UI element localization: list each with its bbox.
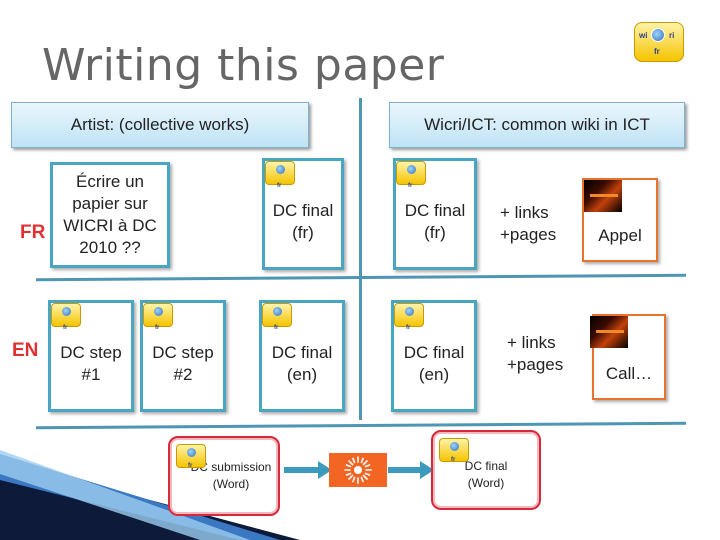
submission-card: fr DC submission (Word) (168, 436, 280, 516)
card-final-fr-wicri: fr DC final (fr) (393, 158, 477, 270)
wicri-mini-icon: fr (396, 161, 426, 189)
card-final-fr-artist-text: DC final (fr) (272, 201, 334, 242)
appel-card: Appel (582, 178, 658, 262)
links-pages-en: + links +pages (507, 333, 564, 374)
appel-label: Appel (598, 226, 642, 245)
bridge-photo-icon (590, 316, 628, 348)
call-card: Call… (590, 314, 666, 400)
links-pages-fr: + links +pages (500, 203, 557, 244)
bottom-divider (35, 421, 687, 430)
sun-logo-icon (329, 453, 387, 487)
card-final-en-artist: fr DC final (en) (259, 300, 345, 412)
header-wicri: Wicri/ICT: common wiki in ICT (389, 102, 685, 148)
label-fr: FR (20, 222, 46, 243)
label-en: EN (12, 340, 39, 361)
card-final-en-wicri: fr DC final (en) (391, 300, 477, 412)
wicri-mini-icon: fr (439, 438, 469, 463)
arrow-right-icon (388, 461, 434, 479)
wicri-mini-icon: fr (51, 303, 81, 331)
wicri-mini-icon: fr (394, 303, 424, 331)
wicri-mini-icon: fr (265, 161, 295, 189)
card-draft-fr-text: Écrire un papier sur WICRI à DC 2010 ?? (63, 172, 157, 257)
page-title: Writing this paper (42, 40, 445, 91)
card-step1: fr DC step #1 (48, 300, 134, 412)
arrow-right-icon (284, 461, 332, 479)
card-step2-text: DC step #2 (152, 343, 214, 384)
wicri-mini-icon: fr (262, 303, 292, 331)
card-draft-fr: Écrire un papier sur WICRI à DC 2010 ?? (50, 162, 170, 268)
wicri-mini-icon: fr (143, 303, 173, 331)
header-artist: Artist: (collective works) (11, 102, 309, 148)
wicri-mini-icon: fr (176, 444, 206, 469)
final-word-text: DC final (Word) (464, 459, 508, 490)
corner-swoosh (0, 450, 300, 540)
bridge-photo-icon (584, 180, 622, 212)
card-final-fr-wicri-text: DC final (fr) (404, 201, 466, 242)
card-step1-text: DC step #1 (60, 343, 122, 384)
card-final-en-artist-text: DC final (en) (271, 343, 333, 384)
card-step2: fr DC step #2 (140, 300, 226, 412)
card-final-en-wicri-text: DC final (en) (403, 343, 465, 384)
card-final-fr-artist: fr DC final (fr) (262, 158, 344, 270)
submission-text: DC submission (Word) (190, 460, 272, 491)
final-word-card: fr DC final (Word) (431, 430, 541, 510)
call-label: Call… (605, 364, 653, 383)
wicri-logo-icon: wi ri fr (634, 22, 684, 62)
column-divider (359, 98, 362, 420)
